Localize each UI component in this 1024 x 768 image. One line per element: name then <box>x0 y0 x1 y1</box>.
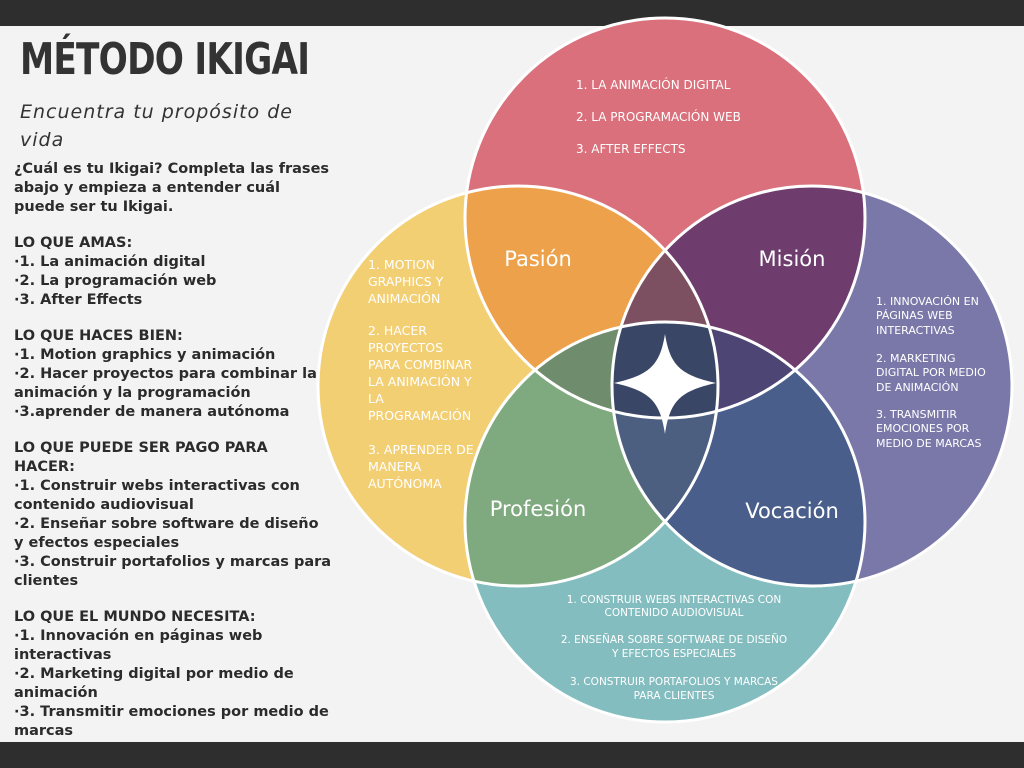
list-item-line: LA <box>368 391 384 406</box>
list-item: ·2. Hacer proyectos para combinar la ani… <box>14 366 317 401</box>
list-item: ·3. Construir portafolios y marcas para … <box>14 554 332 589</box>
right-circle-text: 1. INNOVACIÓN EN PÁGINAS WEB INTERACTIVA… <box>876 295 986 450</box>
list-item-line: INTERACTIVAS <box>876 324 955 337</box>
list-item: 1. LA ANIMACIÓN DIGITAL <box>576 77 731 92</box>
list-item-line: 2. MARKETING <box>876 352 956 365</box>
list-item-line: 3. CONSTRUIR PORTAFOLIOS Y MARCAS <box>570 676 778 688</box>
list-item-line: PARA COMBINAR <box>368 357 473 372</box>
list-item: 2. LA PROGRAMACIÓN WEB <box>576 109 741 124</box>
list-item-line: MEDIO DE MARCAS <box>876 437 982 450</box>
list-item-line: DIGITAL POR MEDIO <box>876 366 986 379</box>
list-item-line: CONTENIDO AUDIOVISUAL <box>605 607 744 619</box>
list-item: ·2. La programación web <box>14 273 217 289</box>
list-item-line: 1. CONSTRUIR WEBS INTERACTIVAS CON <box>567 594 782 606</box>
section-lo-que-puede-ser-pago: LO QUE PUEDE SER PAGO PARA HACER: ·1. Co… <box>14 439 332 591</box>
intro-text: ¿Cuál es tu Ikigai? Completa las frases … <box>14 161 330 215</box>
list-item-line: 3. TRANSMITIR <box>876 408 957 421</box>
top-bar <box>0 0 1024 26</box>
label-mision: Misión <box>759 247 826 271</box>
page-title: MÉTODO IKIGAI <box>20 34 310 85</box>
section-heading: LO QUE EL MUNDO NECESITA: <box>14 609 256 625</box>
list-item-line: GRAPHICS Y <box>368 274 444 289</box>
list-item-line: PARA CLIENTES <box>634 690 715 702</box>
list-item: ·1. Innovación en páginas web interactiv… <box>14 628 263 663</box>
section-heading: LO QUE HACES BIEN: <box>14 328 183 344</box>
section-lo-que-amas: LO QUE AMAS: ·1. La animación digital ·2… <box>14 234 332 310</box>
ikigai-questions: ¿Cuál es tu Ikigai? Completa las frases … <box>14 160 332 758</box>
list-item-line: PÁGINAS WEB <box>876 309 953 322</box>
top-circle-text: 1. LA ANIMACIÓN DIGITAL 2. LA PROGRAMACI… <box>576 77 741 156</box>
list-item-line: EMOCIONES POR <box>876 422 970 435</box>
section-lo-que-el-mundo-necesita: LO QUE EL MUNDO NECESITA: ·1. Innovación… <box>14 608 332 741</box>
list-item: ·3. After Effects <box>14 292 143 308</box>
list-item: 3. AFTER EFFECTS <box>576 142 686 156</box>
label-pasion: Pasión <box>504 247 572 271</box>
list-item-line: MANERA <box>368 459 422 474</box>
list-item: ·3. Transmitir emociones por medio de ma… <box>14 704 329 739</box>
list-item-line: 1. INNOVACIÓN EN <box>876 295 979 308</box>
list-item: ·1. Construir webs interactivas con cont… <box>14 478 300 513</box>
list-item-line: 1. MOTION <box>368 257 435 272</box>
left-circle-text: 1. MOTION GRAPHICS Y ANIMACIÓN 2. HACER … <box>368 257 474 491</box>
list-item: ·2. Enseñar sobre software de diseño y e… <box>14 516 319 551</box>
section-heading: LO QUE AMAS: <box>14 235 133 251</box>
bottom-bar <box>0 742 1024 768</box>
list-item: ·3.aprender de manera autónoma <box>14 404 290 420</box>
list-item-line: AUTÓNOMA <box>368 476 442 491</box>
section-heading: LO QUE PUEDE SER PAGO PARA HACER: <box>14 440 268 475</box>
list-item-line: PROYECTOS <box>368 340 443 355</box>
list-item-line: ANIMACIÓN <box>368 291 440 306</box>
list-item-line: Y EFECTOS ESPECIALES <box>611 648 736 660</box>
page-subtitle: Encuentra tu propósito de vida <box>20 101 293 151</box>
list-item-line: PROGRAMACIÓN <box>368 408 471 423</box>
label-profesion: Profesión <box>490 497 587 521</box>
bottom-circle-text: 1. CONSTRUIR WEBS INTERACTIVAS CON CONTE… <box>561 594 787 702</box>
list-item-line: LA ANIMACIÓN Y <box>368 374 472 389</box>
list-item-line: DE ANIMACIÓN <box>876 381 959 394</box>
list-item-line: 2. ENSEÑAR SOBRE SOFTWARE DE DISEÑO <box>561 633 787 646</box>
section-lo-que-haces-bien: LO QUE HACES BIEN: ·1. Motion graphics y… <box>14 327 332 422</box>
list-item-line: 3. APRENDER DE <box>368 442 474 457</box>
list-item: ·1. La animación digital <box>14 254 206 270</box>
label-vocacion: Vocación <box>745 499 839 523</box>
list-item: ·2. Marketing digital por medio de anima… <box>14 666 294 701</box>
list-item-line: 2. HACER <box>368 323 427 338</box>
four-point-star-icon <box>614 334 716 434</box>
list-item: ·1. Motion graphics y animación <box>14 347 276 363</box>
